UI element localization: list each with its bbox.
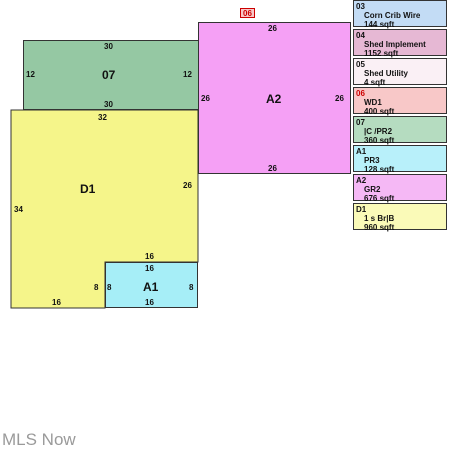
room-a1-bottom-dim: 16 (145, 298, 154, 307)
legend-item-name: Corn Crib Wire (364, 11, 421, 20)
legend-item-area: 4 sqft (364, 78, 386, 87)
legend-item-name: Shed Utility (364, 69, 409, 78)
room-a1-left-dim: 8 (107, 283, 112, 292)
room-a2-top-dim: 26 (268, 24, 277, 33)
room-a1-label: A1 (143, 280, 159, 294)
room-a2-right-dim: 26 (335, 94, 344, 103)
room-a2-label: A2 (266, 92, 282, 106)
room-a1-top-dim: 16 (145, 264, 154, 273)
room-07-left-dim: 12 (26, 70, 35, 79)
legend-item-area: 960 sqft (364, 223, 395, 232)
room-07-label: 07 (102, 68, 116, 82)
legend-item-code: 05 (356, 60, 365, 69)
legend-item-area: 1152 sqft (364, 49, 399, 58)
room-a2-bottom-dim: 26 (268, 164, 277, 173)
room-d1-top-dim: 32 (98, 113, 107, 122)
room-a2-left-dim: 26 (201, 94, 210, 103)
room-07-right-dim: 12 (183, 70, 192, 79)
legend-item-code: A2 (356, 176, 367, 185)
legend-item-area: 128 sqft (364, 165, 395, 174)
legend-item-name: |C /PR2 (364, 127, 393, 136)
legend-item-name: PR3 (364, 156, 380, 165)
marker-06: 06 (240, 8, 255, 18)
room-d1-label: D1 (80, 182, 96, 196)
legend-item-code: D1 (356, 205, 367, 214)
room-d1-step-side-dim: 8 (94, 283, 99, 292)
legend-item-area: 400 sqft (364, 107, 395, 116)
legend-item-name: Shed Implement (364, 40, 426, 49)
legend-item-area: 144 sqft (364, 20, 395, 29)
legend-item-name: GR2 (364, 185, 381, 194)
room-a1 (105, 262, 198, 308)
legend-item-area: 360 sqft (364, 136, 395, 145)
room-d1-right-dim: 26 (183, 181, 192, 190)
room-07-bottom-dim: 30 (104, 100, 113, 109)
legend-item-code: 07 (356, 118, 365, 127)
legend-item-code: 06 (356, 89, 365, 98)
legend-item-name: 1 s Br|B (364, 214, 395, 223)
room-d1-step-top-dim: 16 (145, 252, 154, 261)
room-d1-bottom-dim: 16 (52, 298, 61, 307)
legend-item-code: 04 (356, 31, 365, 40)
legend-item-name: WD1 (364, 98, 382, 107)
room-a2 (198, 22, 351, 174)
legend-item-code: A1 (356, 147, 367, 156)
room-d1-left-dim: 34 (14, 205, 23, 214)
room-a1-right-dim: 8 (189, 283, 194, 292)
room-07-top-dim: 30 (104, 42, 113, 51)
watermark: MLS Now (2, 430, 76, 449)
room-07 (23, 40, 199, 110)
legend-item-code: 03 (356, 2, 365, 11)
legend-item-area: 676 sqft (364, 194, 395, 203)
